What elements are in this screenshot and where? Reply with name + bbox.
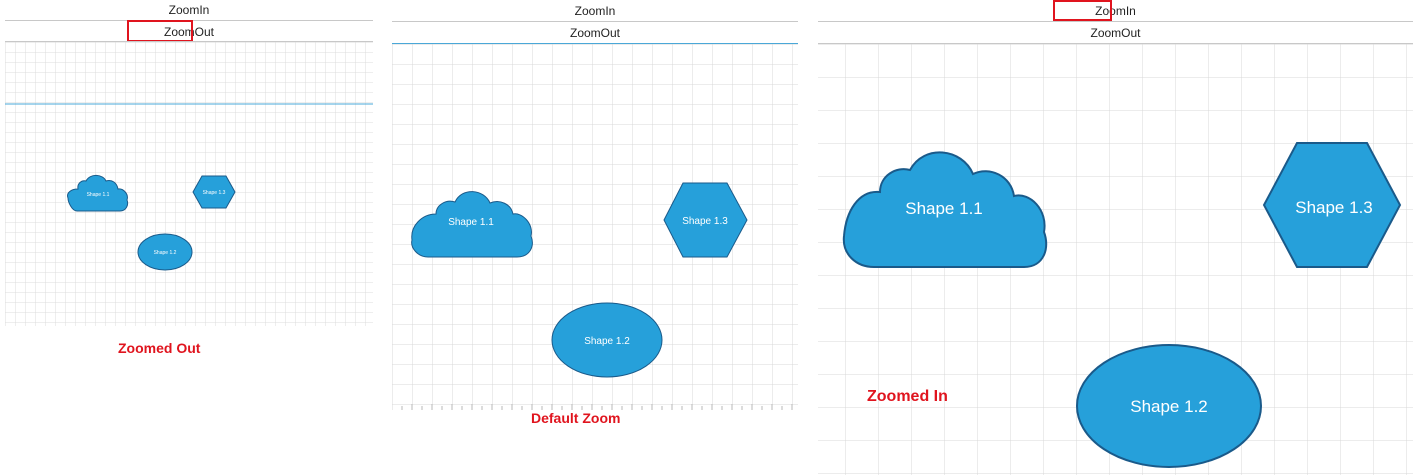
shape-label: Shape 1.2: [584, 336, 630, 347]
shape-label: Shape 1.1: [448, 217, 494, 228]
shape-hexagon[interactable]: Shape 1.3: [192, 175, 236, 209]
grid: [5, 42, 373, 326]
zoomout-button[interactable]: ZoomOut: [569, 26, 620, 40]
zoomin-button[interactable]: ZoomIn: [1095, 4, 1136, 18]
guide-line-top: [392, 43, 798, 44]
button-divider: [5, 41, 373, 42]
shape-hexagon[interactable]: Shape 1.3: [1262, 142, 1402, 268]
shape-hexagon[interactable]: Shape 1.3: [663, 182, 748, 258]
shape-label: Shape 1.2: [1130, 397, 1208, 416]
shape-label: Shape 1.1: [87, 192, 110, 198]
caption-zoomed-in: Zoomed In: [867, 388, 948, 405]
shape-label: Shape 1.3: [203, 190, 226, 196]
shape-cloud[interactable]: Shape 1.1: [842, 151, 1048, 268]
zoomout-button[interactable]: ZoomOut: [1090, 26, 1141, 40]
zoomin-button-highlight: [1053, 0, 1112, 21]
zoomout-button[interactable]: ZoomOut: [163, 25, 214, 39]
shape-cloud[interactable]: Shape 1.1: [411, 191, 533, 258]
caption-default-zoom: Default Zoom: [531, 410, 621, 426]
diagram-canvas[interactable]: Shape 1.1 Shape 1.3 Shape 1.2: [5, 42, 373, 326]
diagram-canvas[interactable]: Shape 1.1 Shape 1.3 Shape 1.2: [392, 44, 798, 410]
diagram-canvas[interactable]: Shape 1.1 Shape 1.3 Shape 1.2: [818, 44, 1413, 475]
shape-ellipse[interactable]: Shape 1.2: [137, 233, 193, 271]
zoomin-button[interactable]: ZoomIn: [574, 4, 616, 18]
shape-label: Shape 1.1: [905, 199, 983, 218]
caption-zoomed-out: Zoomed Out: [118, 340, 201, 356]
ruler-ticks: [401, 404, 793, 410]
shape-label: Shape 1.3: [682, 216, 728, 227]
zoomin-button[interactable]: ZoomIn: [168, 3, 210, 17]
shape-label: Shape 1.3: [1295, 198, 1373, 217]
diagram-svg: Shape 1.1 Shape 1.3 Shape 1.2: [818, 44, 1413, 475]
panel-zoomed-in: ZoomIn ZoomOut Shape 1.1 Shape 1.3 Shape…: [818, 0, 1413, 475]
panel-default-zoom: ZoomIn ZoomOut Shape 1.1 Shape 1.3: [392, 0, 802, 475]
panel-zoomed-out: ZoomIn ZoomOut Shape 1.1 Shape 1.3 Sh: [0, 0, 380, 475]
button-divider: [818, 21, 1413, 22]
diagram-svg: Shape 1.1 Shape 1.3 Shape 1.2: [392, 44, 798, 410]
shape-ellipse[interactable]: Shape 1.2: [1076, 344, 1262, 468]
zoomout-button-highlight: [127, 20, 193, 42]
shape-cloud[interactable]: Shape 1.1: [67, 174, 129, 212]
button-divider: [392, 21, 798, 22]
diagram-svg: Shape 1.1 Shape 1.3 Shape 1.2: [5, 42, 373, 326]
shape-ellipse[interactable]: Shape 1.2: [551, 302, 663, 378]
shape-label: Shape 1.2: [154, 250, 177, 256]
button-divider: [818, 43, 1413, 44]
